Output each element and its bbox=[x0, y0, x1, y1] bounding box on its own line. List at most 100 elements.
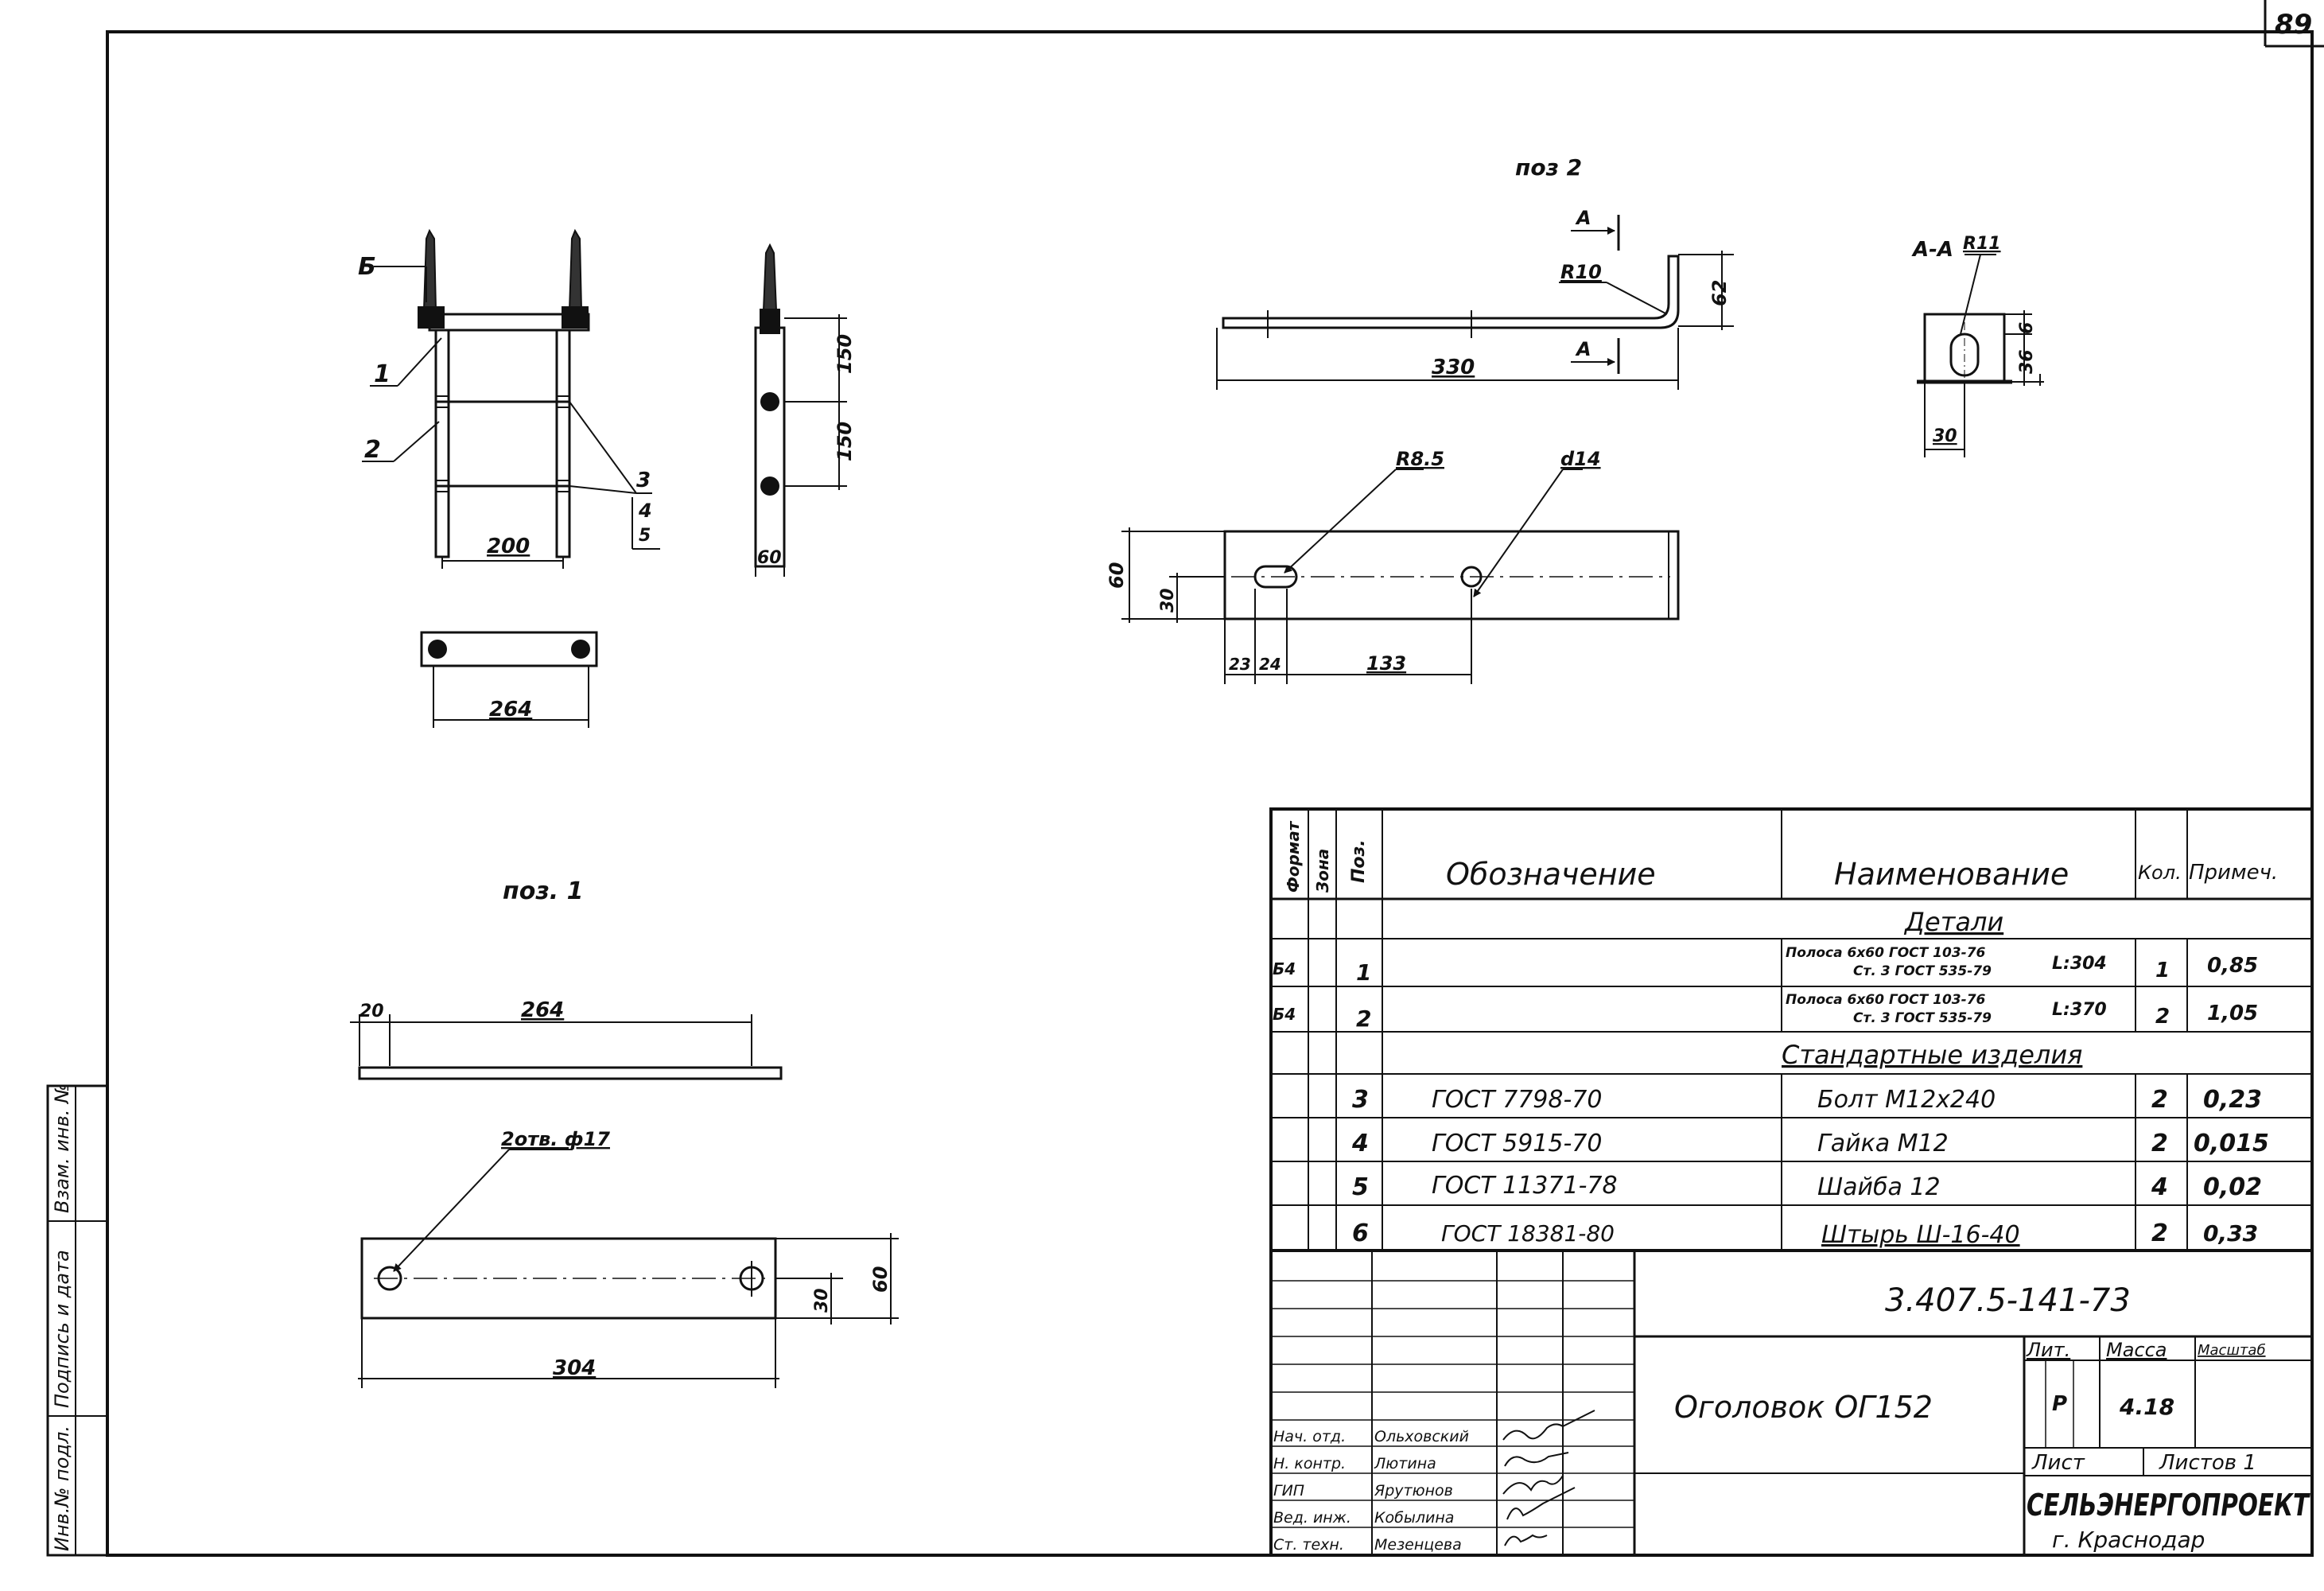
spec-cell-pos: 2 bbox=[1356, 1006, 1371, 1032]
side-stamp-inv: Инв.№ подл. bbox=[51, 1426, 73, 1551]
side-stamp-replace: Взам. инв. № bbox=[51, 1083, 73, 1213]
pos2-title: поз 2 bbox=[1515, 154, 1582, 181]
spec-cell-name-b: Ст. 3 ГОСТ 535-79 bbox=[1853, 1010, 1992, 1026]
spec-header-designation: Обозначение bbox=[1446, 857, 1656, 892]
spec-cell-pos: 6 bbox=[1352, 1220, 1369, 1247]
pos2-plan: R8.5 d14 60 30 23 24 133 bbox=[1106, 448, 1680, 684]
callout-5: 5 bbox=[639, 526, 651, 546]
side-stamp: Инв.№ подл. Подпись и дата Взам. инв. № bbox=[46, 1083, 109, 1557]
sheet-label: Лист bbox=[2031, 1451, 2085, 1475]
dim-150-upper: 150 bbox=[834, 334, 856, 374]
pos2-r10: R10 bbox=[1560, 261, 1602, 283]
spec-cell-name-a: Полоса 6х60 ГОСТ 103-76 bbox=[1786, 945, 1986, 961]
spec-cell-format: Б4 bbox=[1273, 959, 1296, 978]
spec-cell-pos: 4 bbox=[1351, 1130, 1369, 1157]
signature-3 bbox=[1502, 1475, 1564, 1495]
spec-cell-designation: ГОСТ 7798-70 bbox=[1432, 1086, 1602, 1114]
spec-cell-qty: 1 bbox=[2155, 959, 2170, 982]
spec-standard-row: 4 ГОСТ 5915-70 Гайка М12 2 0,015 bbox=[1351, 1130, 2269, 1157]
signer-role: Нач. отд. bbox=[1273, 1428, 1346, 1445]
spec-header-zone: Зона bbox=[1313, 849, 1332, 893]
spec-cell-pos: 1 bbox=[1356, 959, 1371, 986]
spec-cell-note: 0,23 bbox=[2203, 1086, 2262, 1114]
spec-standard-row: 5 ГОСТ 11371-78 Шайба 12 4 0,02 bbox=[1352, 1172, 2262, 1201]
pos2-section: А-А R11 6 36 30 bbox=[1911, 234, 2044, 457]
spec-cell-length: L:304 bbox=[2052, 954, 2107, 974]
callout-4: 4 bbox=[638, 500, 652, 522]
spec-cell-note: 0,85 bbox=[2207, 954, 2258, 978]
pos2-d14: d14 bbox=[1560, 448, 1601, 470]
signature-4 bbox=[1506, 1487, 1576, 1520]
pos2-section-dim-6: 6 bbox=[2017, 322, 2037, 334]
spec-cell-format: Б4 bbox=[1273, 1005, 1296, 1024]
spec-header-note: Примеч. bbox=[2189, 861, 2278, 885]
pos2-elevation: поз 2 330 62 R10 А А bbox=[1216, 154, 1734, 390]
pos1-dim-60: 60 bbox=[869, 1266, 892, 1293]
spec-cell-qty: 2 bbox=[2151, 1130, 2168, 1157]
spec-detail-row: Б4 2 Полоса 6х60 ГОСТ 103-76 Ст. 3 ГОСТ … bbox=[1273, 992, 2258, 1032]
pos2-r85: R8.5 bbox=[1396, 448, 1444, 470]
spec-cell-designation: ГОСТ 18381-80 bbox=[1441, 1220, 1615, 1247]
spec-cell-name: Шайба 12 bbox=[1817, 1173, 1941, 1201]
pos2-section-r11: R11 bbox=[1963, 234, 2001, 254]
org-name: СЕЛЬЭНЕРГОПРОЕКТ bbox=[2027, 1488, 2310, 1523]
pos2-dim-30: 30 bbox=[1158, 588, 1178, 613]
pos2-dim-330: 330 bbox=[1432, 356, 1475, 379]
pos2-section-title: А-А bbox=[1911, 238, 1953, 262]
spec-section-details: Детали bbox=[1903, 907, 2003, 937]
spec-cell-qty: 4 bbox=[2151, 1173, 2168, 1201]
callout-b: Б bbox=[358, 253, 376, 281]
spec-cell-note: 0,02 bbox=[2203, 1173, 2262, 1201]
pos2-dim-23: 23 bbox=[1229, 655, 1251, 674]
spec-header-name: Наименование bbox=[1834, 857, 2069, 892]
spec-cell-name-a: Полоса 6х60 ГОСТ 103-76 bbox=[1786, 992, 1986, 1008]
dim-200: 200 bbox=[487, 535, 530, 558]
spec-cell-note: 1,05 bbox=[2207, 1002, 2258, 1025]
signature-5 bbox=[1504, 1534, 1548, 1546]
signer-name: Лютина bbox=[1374, 1455, 1436, 1472]
spec-cell-qty: 2 bbox=[2155, 1005, 2170, 1029]
signer-role: ГИП bbox=[1273, 1482, 1304, 1500]
pos2-dim-60: 60 bbox=[1106, 562, 1128, 589]
spec-cell-pos: 3 bbox=[1352, 1086, 1369, 1114]
org-city: г. Краснодар bbox=[2052, 1527, 2205, 1553]
assembly-front-view: Б 1 2 3 4 5 200 bbox=[358, 228, 660, 569]
spec-detail-row: Б4 1 Полоса 6х60 ГОСТ 103-76 Ст. 3 ГОСТ … bbox=[1273, 945, 2258, 986]
assembly-side-view: 150 150 60 bbox=[754, 243, 856, 577]
signer-name: Кобылина bbox=[1374, 1509, 1454, 1527]
pos2-section-dim-36: 36 bbox=[2017, 349, 2037, 374]
lit-value: Р bbox=[2052, 1392, 2067, 1416]
sheet-number-box: 89 bbox=[2264, 0, 2324, 48]
assembly-plan-view: 264 bbox=[420, 631, 598, 728]
drawing-frame bbox=[106, 30, 2314, 1557]
pos2-dim-62: 62 bbox=[1708, 280, 1731, 306]
spec-table: Формат Зона Поз. Обозначение Наименовани… bbox=[1269, 807, 2314, 1252]
pos2-sect-mark-top: А bbox=[1575, 207, 1591, 229]
signature-2 bbox=[1504, 1452, 1569, 1467]
spec-section-standard: Стандартные изделия bbox=[1782, 1040, 2082, 1070]
spec-cell-designation: ГОСТ 5915-70 bbox=[1432, 1130, 1602, 1157]
side-stamp-sign: Подпись и дата bbox=[51, 1250, 73, 1408]
mass-label: Масса bbox=[2106, 1339, 2167, 1361]
signature-1 bbox=[1502, 1410, 1595, 1441]
dim-60-side: 60 bbox=[757, 548, 782, 568]
lit-label: Лит. bbox=[2026, 1339, 2070, 1361]
mass-value: 4.18 bbox=[2119, 1394, 2174, 1420]
spec-cell-qty: 2 bbox=[2151, 1220, 2168, 1247]
spec-cell-qty: 2 bbox=[2151, 1086, 2168, 1114]
doc-code: 3.407.5-141-73 bbox=[1885, 1282, 2131, 1319]
pos1-title: поз. 1 bbox=[503, 877, 583, 905]
sheet-number: 89 bbox=[2275, 9, 2312, 41]
spec-cell-note: 0,015 bbox=[2194, 1130, 2269, 1157]
pos1-dim-20: 20 bbox=[359, 1002, 384, 1021]
spec-cell-designation: ГОСТ 11371-78 bbox=[1432, 1172, 1618, 1200]
pos1-hole-label: 2отв. ф17 bbox=[501, 1128, 610, 1150]
spec-cell-pos: 5 bbox=[1352, 1173, 1369, 1201]
signer-role: Н. контр. bbox=[1273, 1455, 1346, 1472]
signer-role: Ст. техн. bbox=[1273, 1536, 1344, 1554]
title-block: 3.407.5-141-73 Оголовок ОГ152 Лит. Масса… bbox=[1269, 1251, 2312, 1555]
spec-header-pos: Поз. bbox=[1349, 839, 1369, 883]
signer-name: Ярутюнов bbox=[1374, 1482, 1453, 1500]
callout-2: 2 bbox=[364, 436, 381, 464]
